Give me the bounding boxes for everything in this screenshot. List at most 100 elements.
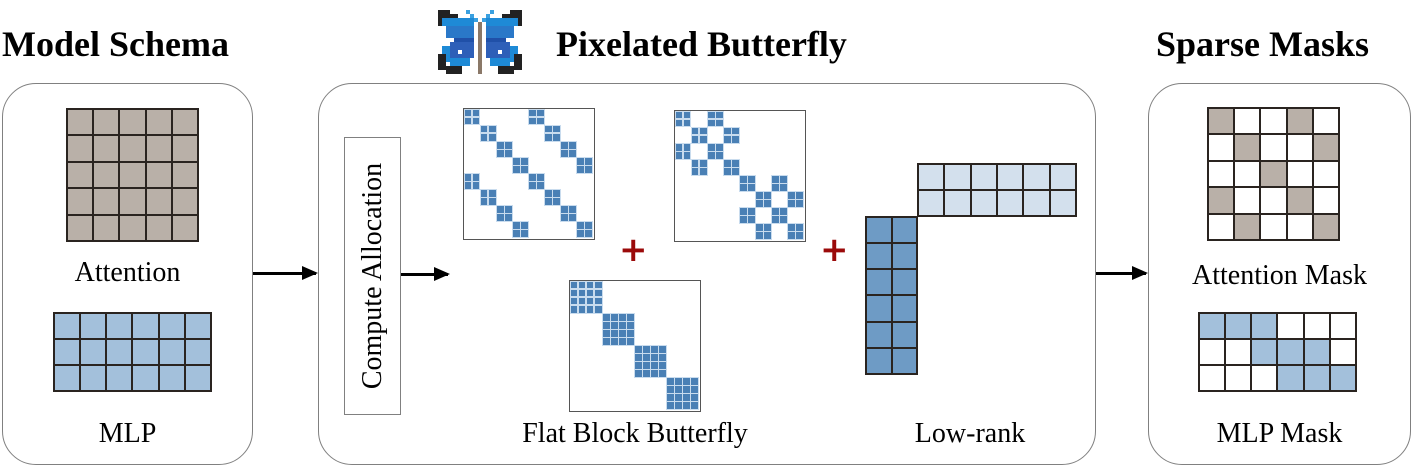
nonzero-block: [471, 173, 481, 182]
nonzero-block: [634, 361, 643, 370]
nonzero-block: [674, 118, 684, 128]
nonzero-block: [495, 205, 505, 215]
nonzero-block: [795, 191, 805, 200]
nonzero-block: [552, 189, 562, 198]
grid-cell: [171, 109, 198, 136]
nonzero-block: [763, 231, 773, 241]
nonzero-block: [763, 199, 773, 209]
nonzero-block: [674, 393, 684, 403]
grid-cell: [93, 188, 120, 215]
nonzero-block: [674, 377, 684, 387]
grid-cell: [891, 217, 917, 244]
nonzero-block: [698, 134, 708, 144]
grid-cell: [1277, 313, 1304, 339]
nonzero-block: [519, 164, 529, 174]
nonzero-block: [577, 304, 587, 314]
nonzero-block: [714, 118, 724, 128]
nonzero-block: [771, 207, 781, 217]
nonzero-block: [698, 158, 708, 168]
nonzero-block: [576, 156, 586, 166]
nonzero-block: [690, 393, 700, 403]
nonzero-block: [601, 320, 611, 330]
grid-cell: [918, 190, 945, 216]
nonzero-block: [609, 320, 619, 330]
nonzero-block: [795, 231, 805, 241]
sparse-masks-title: Sparse Masks: [1156, 24, 1370, 64]
nonzero-block: [569, 296, 579, 306]
attention-mask-grid: [1207, 107, 1340, 241]
grid-cell: [67, 109, 94, 136]
nonzero-block: [511, 221, 521, 231]
nonzero-block: [625, 312, 635, 322]
grid-cell: [1208, 134, 1235, 161]
nonzero-block: [617, 328, 627, 338]
nonzero-block: [528, 116, 537, 126]
grid-cell: [1234, 213, 1261, 240]
nonzero-block: [682, 393, 692, 403]
grid-cell: [171, 135, 198, 162]
grid-cell: [1251, 313, 1278, 339]
nonzero-block: [730, 166, 740, 176]
grid-cell: [1251, 339, 1278, 365]
grid-cell: [184, 365, 211, 391]
nonzero-block: [682, 385, 692, 395]
nonzero-block: [463, 181, 473, 190]
nonzero-block: [552, 197, 562, 207]
grid-cell: [1260, 213, 1287, 240]
grid-cell: [145, 161, 172, 189]
nonzero-block: [747, 215, 756, 225]
nonzero-block: [463, 108, 473, 118]
nonzero-block: [682, 150, 692, 160]
nonzero-block: [463, 116, 473, 126]
nonzero-block: [650, 369, 659, 379]
grid-cell: [1303, 365, 1330, 391]
nonzero-block: [617, 320, 627, 330]
nonzero-block: [779, 183, 789, 192]
grid-cell: [866, 269, 892, 296]
nonzero-block: [666, 377, 676, 387]
nonzero-block: [690, 166, 700, 176]
nonzero-block: [487, 132, 497, 142]
grid-cell: [891, 321, 917, 348]
grid-cell: [1208, 108, 1235, 135]
nonzero-block: [795, 223, 805, 233]
nonzero-block: [722, 158, 732, 168]
grid-cell: [93, 161, 120, 189]
grid-cell: [891, 347, 917, 374]
arrow-to-sparse-masks: [1096, 266, 1148, 280]
nonzero-block: [747, 183, 756, 192]
nonzero-block: [487, 124, 497, 134]
grid-cell: [1312, 187, 1339, 214]
grid-cell: [184, 339, 211, 365]
nonzero-block: [787, 199, 797, 209]
nonzero-block: [658, 369, 668, 379]
nonzero-block: [617, 312, 627, 322]
nonzero-block: [584, 156, 594, 166]
nonzero-block: [519, 229, 529, 239]
grid-cell: [106, 313, 133, 339]
nonzero-block: [642, 361, 651, 370]
nonzero-block: [771, 175, 781, 184]
nonzero-block: [479, 132, 489, 142]
nonzero-block: [609, 312, 619, 322]
grid-cell: [866, 295, 892, 322]
mlp-label: MLP: [98, 418, 157, 449]
nonzero-block: [568, 148, 578, 158]
grid-cell: [891, 295, 917, 322]
grid-cell: [1303, 339, 1330, 365]
nonzero-block: [511, 229, 521, 239]
nonzero-block: [690, 401, 700, 411]
nonzero-block: [585, 304, 595, 314]
nonzero-block: [706, 110, 716, 120]
nonzero-block: [544, 124, 553, 134]
nonzero-block: [682, 377, 692, 387]
nonzero-block: [487, 197, 497, 207]
nonzero-block: [787, 231, 797, 241]
nonzero-block: [658, 353, 668, 362]
nonzero-block: [787, 191, 797, 200]
grid-cell: [891, 243, 917, 270]
nonzero-block: [593, 304, 603, 314]
grid-cell: [1260, 108, 1287, 135]
grid-cell: [866, 347, 892, 374]
nonzero-block: [511, 156, 521, 166]
